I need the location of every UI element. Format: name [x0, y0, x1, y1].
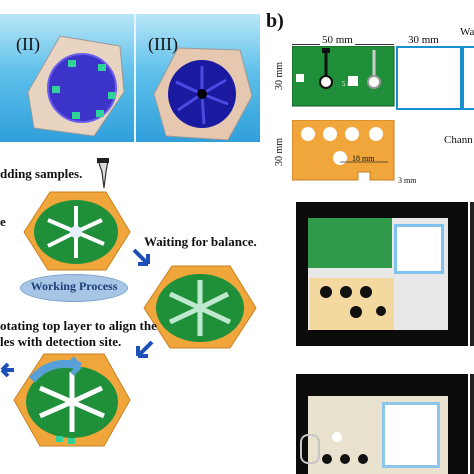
dim-label-30mm-left-bottom: 30 mm	[274, 137, 285, 166]
photo-right-edge-1	[470, 202, 474, 346]
panel-b-label: b)	[266, 10, 284, 32]
blue-channel-rect-2	[462, 46, 474, 110]
photo-right-edge-2	[470, 374, 474, 474]
step-rotating-line-1: otating top layer to align the	[0, 318, 157, 333]
step-waiting-label: Waiting for balance.	[144, 234, 257, 249]
photo-assembled-hole-4	[358, 454, 368, 464]
hexagon-step-1	[23, 191, 131, 271]
step-rotating-line-2: les with detection site.	[0, 334, 122, 349]
panel-b: b) 50 mm 30 mm Wa 5 mm 30 mm 18 mm 3 mm …	[262, 0, 474, 474]
dim-label-30mm-top: 30 mm	[408, 34, 439, 46]
right-cut-label-bottom: Chann	[444, 134, 473, 146]
panel-a: (II) (III) dding samples. e Waiting for …	[0, 14, 260, 447]
label-ii: (II)	[16, 34, 40, 54]
orange-layer-drawing	[292, 120, 395, 181]
dim-label-3mm: 3 mm	[398, 176, 417, 185]
dim-label-18mm: 18 mm	[352, 154, 375, 163]
step-adding-samples: dding samples.	[0, 166, 83, 181]
photo-hole-5	[376, 306, 386, 316]
dim-label-50mm: 50 mm	[320, 34, 355, 46]
divider-line	[134, 14, 136, 142]
photo-hole-4	[350, 306, 362, 318]
blue-channel-rect	[396, 46, 462, 110]
dim-label-5mm: 5 mm	[342, 80, 359, 88]
photo-hole-2	[340, 286, 352, 298]
photo-assembled-hole-3	[340, 454, 350, 464]
photo-clip-icon	[300, 434, 320, 464]
arrow-down-left-icon	[136, 340, 154, 358]
photo-hole-3	[360, 286, 372, 298]
green-layer-drawing	[292, 46, 395, 107]
photo-green-layer	[308, 218, 392, 268]
photo-unassembled	[296, 202, 468, 346]
right-cut-label-top: Wa	[460, 26, 474, 38]
photo-assembled-hole-2	[322, 454, 332, 464]
hexagon-step-2	[143, 265, 257, 349]
arrow-down-right-icon	[132, 248, 150, 266]
arrow-left-icon	[0, 362, 14, 378]
working-process-label: Working Process	[30, 279, 118, 293]
step-e-fragment: e	[0, 214, 6, 229]
photo-water-square	[394, 224, 444, 274]
hexagon-device-ii	[27, 35, 125, 137]
photo-hole-1	[320, 286, 332, 298]
label-iii: (III)	[148, 34, 178, 54]
dim-label-30mm-left-top: 30 mm	[274, 61, 285, 90]
working-process-badge	[20, 274, 128, 302]
photo-assembled-hole-1	[332, 432, 342, 442]
photo-assembled-blue	[382, 402, 440, 468]
hexagon-step-3	[13, 353, 131, 447]
device-render-top: (II) (III)	[0, 14, 260, 142]
photo-assembled	[296, 374, 468, 474]
hexagon-device-iii	[153, 47, 253, 141]
pipette-icon	[97, 158, 109, 189]
